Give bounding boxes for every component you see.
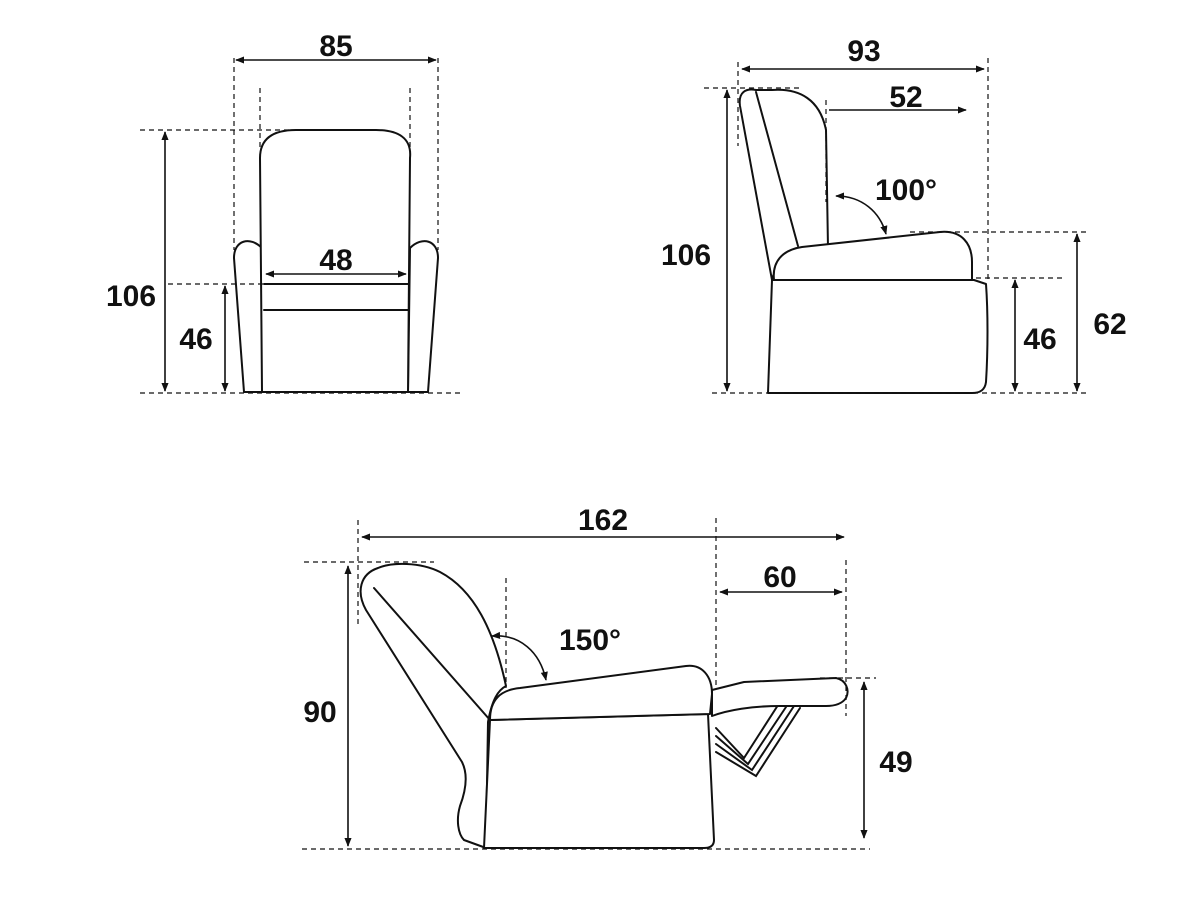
reclined-backrest-inner bbox=[373, 587, 491, 721]
side-backrest-inner bbox=[755, 91, 799, 247]
front-height-label: 106 bbox=[106, 280, 156, 313]
front-left-arm bbox=[233, 240, 265, 393]
side-depth-label: 93 bbox=[847, 35, 880, 68]
reclined-footrest-height-label: 49 bbox=[879, 746, 912, 779]
reclined-footrest-length-label: 60 bbox=[763, 561, 796, 594]
reclined-leg-mechanism bbox=[715, 701, 801, 778]
side-view: 93 52 100° 106 46 62 bbox=[661, 35, 1127, 394]
reclined-height-label: 90 bbox=[303, 696, 336, 729]
front-view: 85 48 106 46 bbox=[106, 30, 460, 394]
side-angle-arc bbox=[835, 192, 888, 235]
front-right-arm bbox=[407, 240, 439, 393]
front-seat-height-label: 46 bbox=[179, 323, 212, 356]
reclined-backrest bbox=[359, 562, 507, 849]
side-height-label: 106 bbox=[661, 239, 711, 272]
side-angle-label: 100° bbox=[875, 174, 937, 207]
side-base bbox=[767, 279, 989, 394]
front-backrest bbox=[259, 129, 412, 393]
reclined-angle-label: 150° bbox=[559, 624, 621, 657]
reclined-view: 162 60 150° 90 49 bbox=[302, 504, 913, 850]
side-arm-height-label: 62 bbox=[1093, 308, 1126, 341]
front-seat-width-label: 48 bbox=[319, 244, 352, 277]
reclined-angle-arc bbox=[491, 631, 548, 681]
front-width-label: 85 bbox=[319, 30, 352, 63]
reclined-footrest bbox=[711, 677, 849, 717]
side-seat-height-label: 46 bbox=[1023, 323, 1056, 356]
reclined-length-label: 162 bbox=[578, 504, 628, 537]
side-seat-depth-label: 52 bbox=[889, 81, 922, 114]
reclined-seat-cushion bbox=[489, 664, 713, 721]
reclined-base bbox=[483, 713, 715, 849]
